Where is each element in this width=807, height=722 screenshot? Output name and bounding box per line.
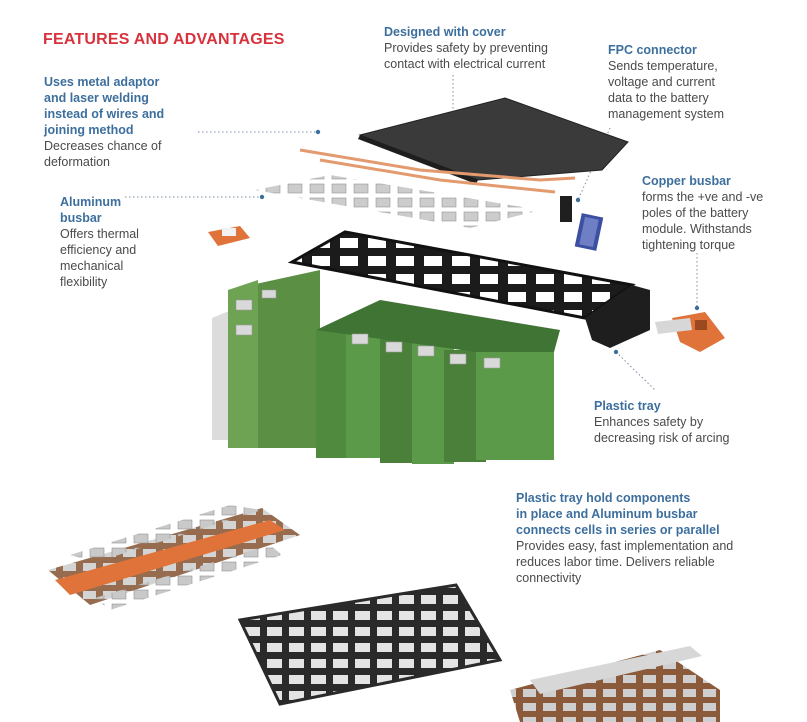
callout-fpc-title: FPC connector — [608, 43, 697, 57]
callout-tray-line: Enhances safety by — [594, 415, 704, 429]
page-title: FEATURES AND ADVANTAGES — [43, 31, 285, 48]
callout-aluminum-line: flexibility — [60, 275, 108, 289]
callout-hold-line: reduces labor time. Delivers reliable — [516, 555, 715, 569]
bottom-left-busbar-assembly — [48, 505, 300, 610]
callout-hold-title: Plastic tray hold components — [516, 491, 691, 505]
callout-metal-adaptor-title: Uses metal adaptor — [44, 75, 160, 89]
callout-cover-line: contact with electrical current — [384, 57, 546, 71]
callout-hold-line: connectivity — [516, 571, 582, 585]
callout-hold-title: connects cells in series or parallel — [516, 523, 720, 537]
callout-aluminum-line: Offers thermal — [60, 227, 139, 241]
callout-fpc-line: data to the battery — [608, 91, 709, 105]
callout-hold-line: Provides easy, fast implementation and — [516, 539, 734, 553]
fpc-connector — [560, 196, 572, 222]
bottom-center-tray — [237, 583, 503, 706]
callout-cover-title: Designed with cover — [384, 25, 506, 39]
callout-hold-title: in place and Aluminum busbar — [516, 507, 698, 521]
callout-copper-line: poles of the battery — [642, 206, 749, 220]
callout-tray-title: Plastic tray — [594, 399, 661, 413]
callout-fpc-line: Sends temperature, — [608, 59, 718, 73]
callout-aluminum-title: busbar — [60, 211, 102, 225]
callout-aluminum-title: Aluminum — [60, 195, 122, 209]
callout-copper-line: forms the +ve and -ve — [642, 190, 764, 204]
callout-metal-adaptor-line: Decreases chance of — [44, 139, 162, 153]
fpc-cable — [574, 213, 604, 251]
callout-aluminum-line: efficiency and — [60, 243, 137, 257]
callout-metal-adaptor-line: deformation — [44, 155, 111, 169]
callout-copper-line: module. Withstands — [642, 222, 752, 236]
callout-aluminum-busbar: Aluminum busbar Offers thermal efficienc… — [60, 194, 139, 290]
plastic-tray — [287, 230, 650, 348]
callout-aluminum-line: mechanical — [60, 259, 124, 273]
battery-cells — [212, 270, 560, 464]
callout-tray-hold-components: Plastic tray hold components in place an… — [516, 490, 733, 586]
callout-tray-line: decreasing risk of arcing — [594, 431, 730, 445]
bottom-right-assembly — [510, 646, 720, 722]
callout-copper-title: Copper busbar — [642, 174, 731, 188]
callout-metal-adaptor-title: joining method — [44, 123, 134, 137]
callout-metal-adaptor-title: and laser welding — [44, 91, 149, 105]
callout-copper-line: tightening torque — [642, 238, 736, 252]
callout-copper-busbar: Copper busbar forms the +ve and -ve pole… — [642, 173, 763, 253]
copper-busbar-right — [655, 312, 725, 352]
aluminum-busbar-row — [255, 175, 540, 228]
left-terminal-copper — [208, 226, 250, 246]
fpc-copper-flex — [299, 148, 576, 194]
callout-plastic-tray: Plastic tray Enhances safety by decreasi… — [594, 398, 729, 446]
callout-fpc-line: voltage and current — [608, 75, 716, 89]
callout-cover-line: Provides safety by preventing — [384, 41, 548, 55]
callout-cover: Designed with cover Provides safety by p… — [384, 24, 548, 72]
callout-fpc-line: management system — [608, 107, 725, 121]
callout-metal-adaptor-title: instead of wires and — [44, 107, 165, 121]
callout-fpc-connector: FPC connector Sends temperature, voltage… — [608, 42, 724, 122]
callout-metal-adaptor: Uses metal adaptor and laser welding ins… — [44, 74, 164, 170]
